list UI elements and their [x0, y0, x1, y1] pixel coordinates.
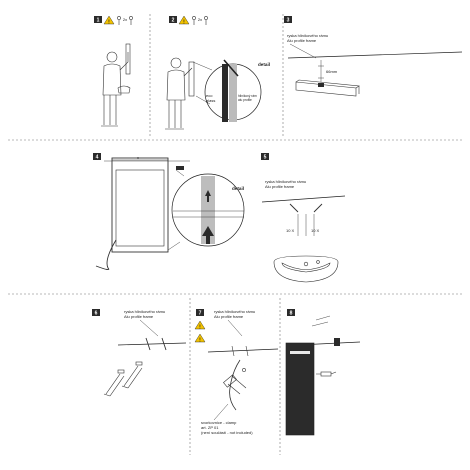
- step-4-panel: 4 x detail: [93, 153, 245, 271]
- clamp-label-line2: art. ZP 01: [201, 425, 219, 430]
- clamp-label-line3: (není součástí - not included): [201, 430, 253, 435]
- two-person-count: 2x: [123, 17, 127, 22]
- person-holding-mirror-figure: [101, 51, 129, 127]
- terminal-clamp-wiring: [223, 359, 247, 411]
- step-number-badge: [94, 16, 102, 23]
- marking-drill-lines: [289, 203, 323, 213]
- step-2-panel: 2 ! 2x detail eco glass hliníkový rám: [165, 15, 270, 130]
- detail-label: detail: [232, 186, 244, 191]
- step-5-panel: 5 ryska hliníkového rámu Alu profile fra…: [261, 153, 346, 283]
- profile-label-cz: ryska hliníkového rámu: [265, 179, 306, 184]
- profile-guide-line: [287, 51, 463, 59]
- washbasin: [273, 255, 339, 283]
- mirror-side-view: [188, 61, 195, 97]
- step-number: 6: [95, 311, 98, 317]
- warning-icon-mark: !: [199, 324, 201, 330]
- warning-icon: [103, 15, 115, 25]
- step-number-badge: [93, 153, 101, 160]
- alu-profile-side-label-line2: alu profile: [238, 98, 252, 102]
- drill-holes: [145, 337, 167, 351]
- profile-label-cz: ryska hliníkového rámu: [124, 309, 165, 314]
- mirror-side-view: [125, 43, 131, 75]
- alu-profile-bar: [295, 79, 360, 97]
- step-number: 4: [96, 155, 99, 161]
- offset-left: 10 X: [286, 228, 295, 233]
- clamp-label-line1: svorkovnice - clamp: [201, 420, 237, 425]
- warning-icon: [194, 320, 206, 330]
- warning-icon-mark: !: [183, 19, 185, 25]
- power-cable: [95, 239, 117, 271]
- step-number: 5: [264, 155, 267, 161]
- bracket-hooks: [231, 345, 249, 357]
- warning-icon: [178, 15, 190, 25]
- profile-guide-line: [207, 348, 279, 353]
- leader-line: [227, 319, 243, 337]
- dimension-x: x: [137, 155, 139, 160]
- mounting-bracket: [334, 338, 340, 346]
- electric-warning-icon: [194, 333, 206, 343]
- step-number-badge: [92, 309, 100, 316]
- profile-label-en: Alu profile frame: [124, 314, 154, 319]
- step-number: 7: [199, 311, 202, 317]
- profile-label-en: Alu profile frame: [287, 38, 317, 43]
- step-8-panel: 8: [285, 309, 361, 436]
- mounting-bracket: [176, 166, 184, 170]
- connected-clamp: [316, 371, 337, 377]
- step-number: 3: [287, 18, 290, 24]
- step-3-panel: 3 ryska hliníkového rámu Alu profile fra…: [284, 16, 463, 97]
- two-person-count: 2x: [198, 17, 202, 22]
- mirror-front-view: [111, 157, 169, 253]
- wall-plugs-and-screws: [103, 361, 143, 397]
- profile-label-en: Alu profile frame: [214, 314, 244, 319]
- two-person-icon: [117, 16, 133, 25]
- step-1-panel: 1 ! 2x: [94, 15, 133, 127]
- detail-label: detail: [258, 62, 270, 67]
- step-6-panel: 6 ryska hliníkového rámu Alu profile fra…: [92, 309, 187, 397]
- washbasin-sketch: [117, 85, 131, 94]
- hung-mirror-front: [285, 342, 315, 436]
- two-person-icon: [192, 16, 208, 25]
- step-number-badge: [287, 309, 295, 316]
- eco-glass-label-line2: glass: [206, 98, 215, 103]
- offset-right: 10 X: [311, 228, 320, 233]
- profile-label-en: Alu profile frame: [265, 184, 295, 189]
- detail-magnifier-circle: [192, 59, 262, 122]
- profile-guide-line: [117, 342, 187, 346]
- eco-glass-label-line1: eco: [206, 93, 213, 98]
- warning-icon-mark: !: [108, 19, 110, 25]
- step-number: 8: [290, 311, 293, 317]
- wall-hint-lines: [311, 315, 331, 327]
- panel-separators: [8, 14, 462, 455]
- alu-profile-side-label-line1: hliníkový rám: [238, 94, 257, 98]
- profile-label-cz: ryska hliníkového rámu: [214, 309, 255, 314]
- step-number-badge: [261, 153, 269, 160]
- leader-line: [289, 43, 317, 59]
- person-hanging-mirror-figure: [165, 57, 193, 130]
- dimension-marker: [318, 60, 324, 82]
- step-7-panel: 7 ! ! ryska hliníkového rámu Alu profile…: [194, 309, 279, 435]
- profile-guide-line: [261, 195, 346, 203]
- leader-line: [139, 319, 159, 337]
- dimension-ticks: [297, 214, 315, 236]
- profile-label-cz: ryska hliníkového rámu: [287, 33, 328, 38]
- leader-line: [213, 403, 229, 421]
- detail-magnifier-circle: [167, 169, 245, 251]
- electric-warning-mark: !: [199, 337, 201, 343]
- measure-66mm: 66mm: [326, 69, 338, 74]
- step-number: 1: [97, 18, 100, 24]
- step-number: 2: [172, 18, 175, 24]
- step-number-badge: [196, 309, 204, 316]
- step-number-badge: [169, 16, 177, 23]
- step-number-badge: [284, 16, 292, 23]
